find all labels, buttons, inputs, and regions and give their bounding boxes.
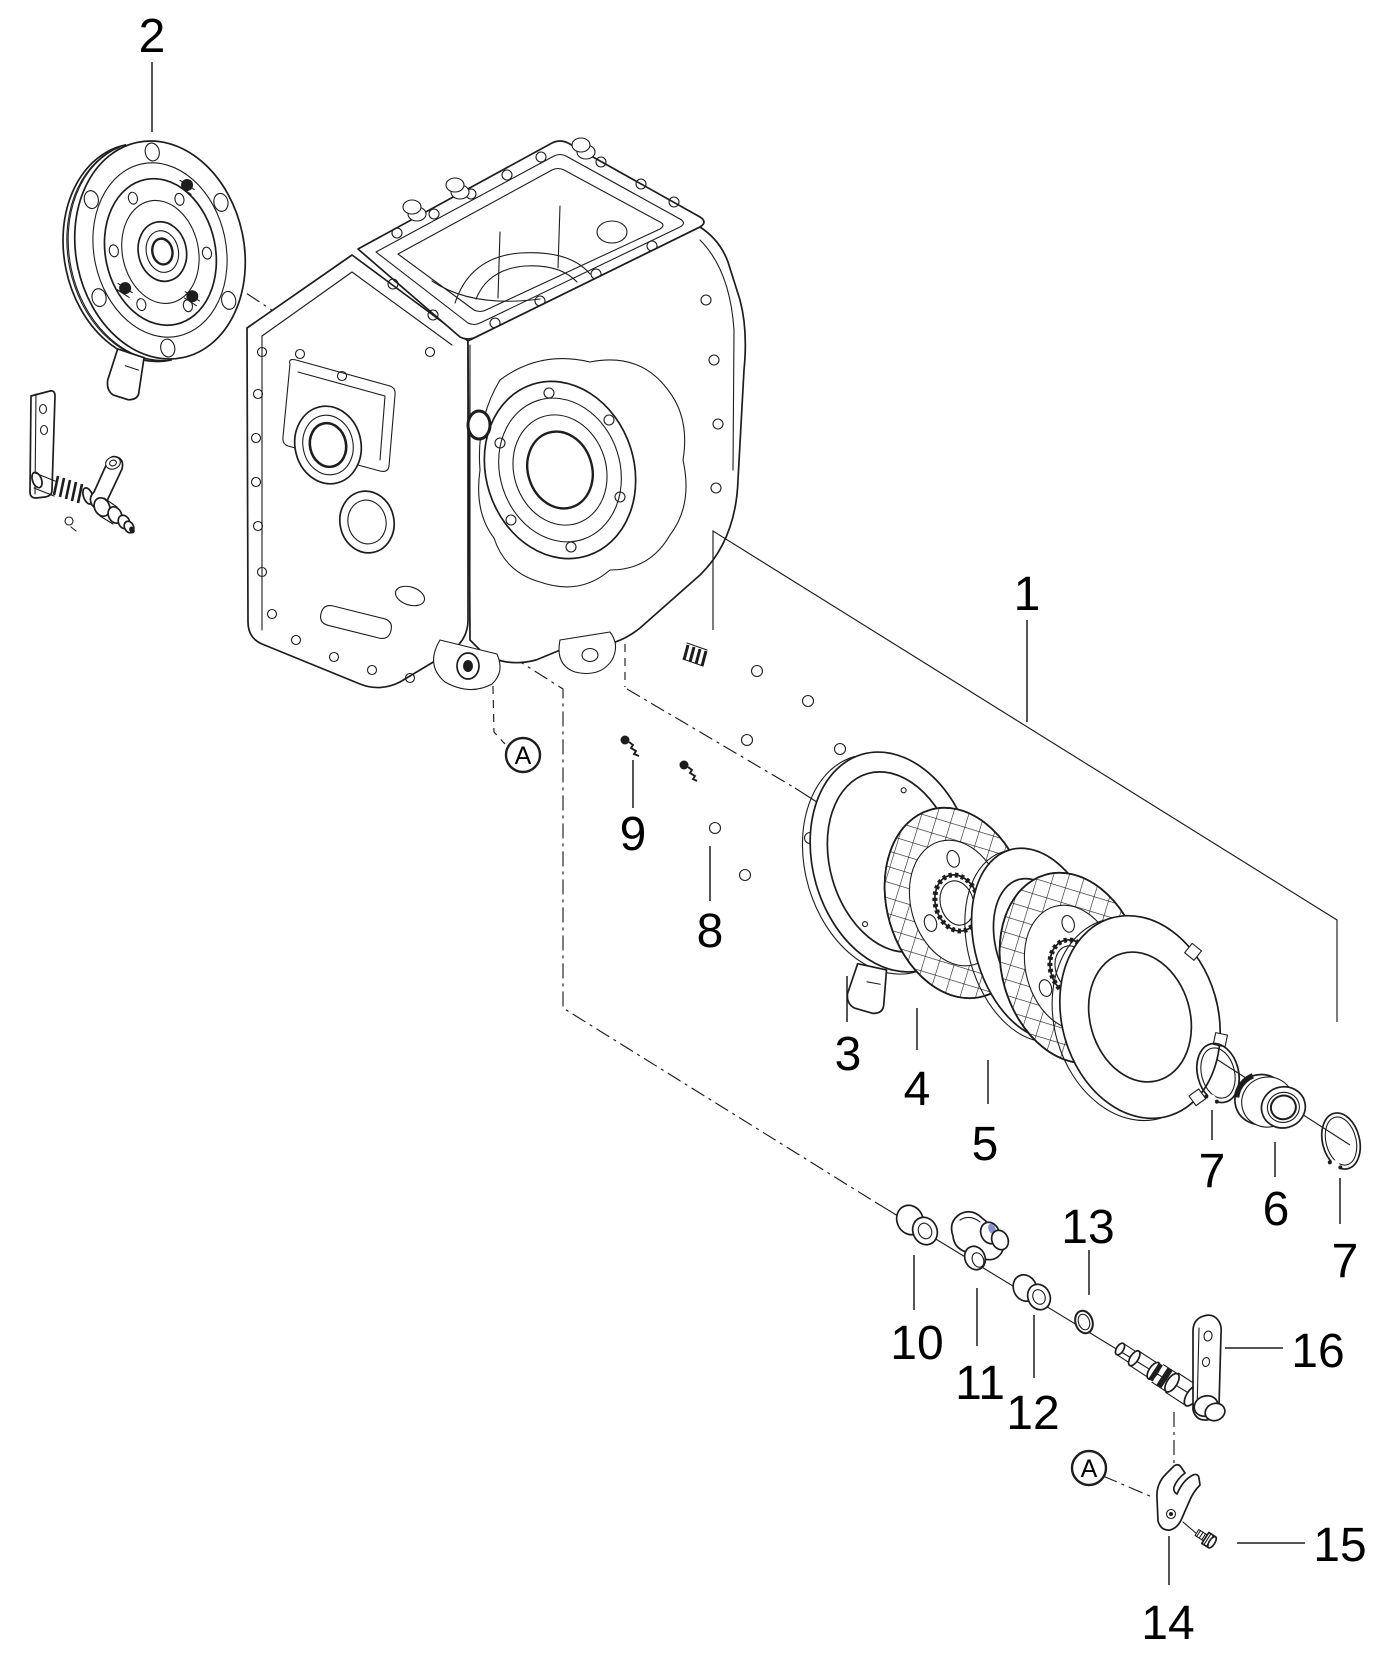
callout-11: 11 xyxy=(955,1288,1005,1410)
plate-springs xyxy=(116,178,200,307)
callout-8: 8 xyxy=(697,846,724,958)
svg-text:7: 7 xyxy=(1332,1235,1359,1288)
svg-text:6: 6 xyxy=(1263,1183,1290,1236)
callout-16: 16 xyxy=(1225,1325,1345,1378)
bore-bolt-holes xyxy=(494,387,626,553)
brake-cover-plate-part2 xyxy=(62,140,247,401)
callout-3: 3 xyxy=(835,976,862,1081)
detail-a2-label: A xyxy=(1081,1455,1098,1483)
svg-text:7: 7 xyxy=(1199,1145,1226,1198)
svg-text:2: 2 xyxy=(139,10,166,63)
svg-text:15: 15 xyxy=(1313,1519,1366,1572)
svg-text:5: 5 xyxy=(972,1118,999,1171)
svg-text:9: 9 xyxy=(620,808,647,861)
callout-9: 9 xyxy=(620,760,647,861)
svg-text:1: 1 xyxy=(1014,568,1041,621)
clutch-lever-shaft-part16 xyxy=(1114,1314,1226,1422)
pressure-disc xyxy=(1051,914,1229,1122)
svg-text:11: 11 xyxy=(955,1357,1005,1410)
brake-cam-lever-left xyxy=(29,390,135,534)
svg-text:14: 14 xyxy=(1141,1597,1194,1650)
bolt-part15 xyxy=(1194,1528,1218,1549)
snap-ring-part7-a xyxy=(1195,1042,1241,1105)
part1-boundary-line xyxy=(712,529,1338,1022)
callout-15: 15 xyxy=(1237,1519,1367,1572)
bushing-part10 xyxy=(895,1204,939,1246)
callout-7b: 7 xyxy=(1332,1178,1359,1288)
bushing-part12 xyxy=(1012,1273,1052,1311)
detail-marker-a-2: A xyxy=(1070,1449,1108,1487)
svg-text:16: 16 xyxy=(1291,1325,1344,1378)
svg-text:4: 4 xyxy=(904,1063,931,1116)
spring-screws-part9 xyxy=(620,642,708,782)
transmission-housing xyxy=(246,137,747,691)
callout-12: 12 xyxy=(1006,1315,1060,1440)
release-bearing-part6 xyxy=(1233,1073,1307,1129)
detail-marker-a-1: A xyxy=(504,736,542,774)
svg-text:12: 12 xyxy=(1006,1387,1059,1440)
friction-disc-part4-a xyxy=(883,806,1031,1000)
svg-text:13: 13 xyxy=(1061,1201,1114,1254)
detail-a1-label: A xyxy=(515,742,532,770)
callout-7a: 7 xyxy=(1199,1110,1226,1198)
snap-ring-part7-b xyxy=(1320,1112,1362,1171)
callout-4: 4 xyxy=(904,1008,931,1116)
callout-10: 10 xyxy=(890,1255,944,1370)
svg-text:8: 8 xyxy=(697,905,724,958)
callout-13: 13 xyxy=(1061,1201,1115,1295)
coil-spring-small xyxy=(682,642,708,667)
rim-bosses xyxy=(402,137,596,222)
callout-5: 5 xyxy=(972,1060,999,1171)
outer-holes xyxy=(83,142,237,358)
svg-text:3: 3 xyxy=(835,1028,862,1081)
callout-2: 2 xyxy=(139,10,166,132)
flange-bolt-holes xyxy=(250,346,436,684)
callout-1: 1 xyxy=(1014,568,1041,722)
svg-text:10: 10 xyxy=(890,1317,943,1370)
fork-bolt-line xyxy=(1182,1521,1198,1535)
edge-notches xyxy=(1184,942,1229,1107)
o-ring-part13 xyxy=(1074,1309,1094,1335)
callout-14: 14 xyxy=(1141,1536,1195,1650)
callout-6: 6 xyxy=(1263,1142,1290,1236)
shift-fork-part14 xyxy=(1156,1463,1201,1531)
coil-spring xyxy=(52,475,84,504)
link-part11 xyxy=(950,1210,1010,1271)
callouts: 1 2 3 4 5 6 7 7 xyxy=(139,10,1367,1650)
